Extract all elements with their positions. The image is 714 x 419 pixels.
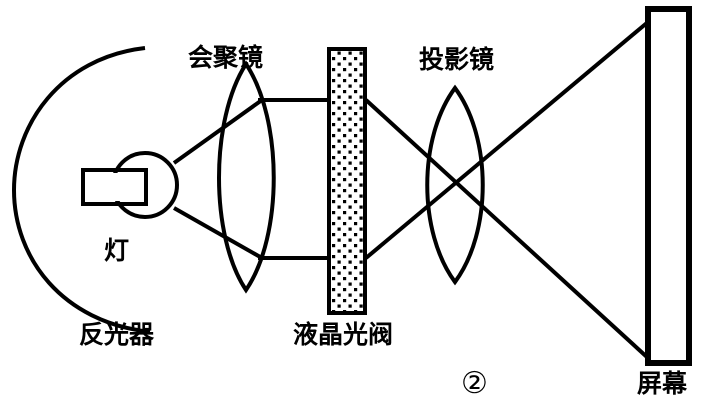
condenser-lens-shape (217, 60, 276, 294)
lcd-to-screen-rays (364, 20, 650, 360)
projection-lens-label: 投影镜 (419, 45, 495, 74)
lamp-label: 灯 (104, 236, 130, 265)
reflector-label: 反光器 (79, 320, 155, 349)
projection-lens-shape (425, 84, 485, 286)
screen-shape (645, 6, 692, 366)
screen-label: 屏幕 (637, 369, 688, 398)
lamp-to-condenser-rays (172, 98, 264, 260)
lcd-light-valve-label: 液晶光阀 (293, 320, 394, 349)
reflector-shape (11, 46, 151, 334)
lcd-light-valve-shape (327, 47, 367, 315)
condenser-lens-label: 会聚镜 (188, 43, 264, 72)
condenser-to-lcd-beam (258, 98, 330, 260)
figure-number-label: ② (461, 366, 488, 401)
lamp-shape (81, 151, 179, 219)
